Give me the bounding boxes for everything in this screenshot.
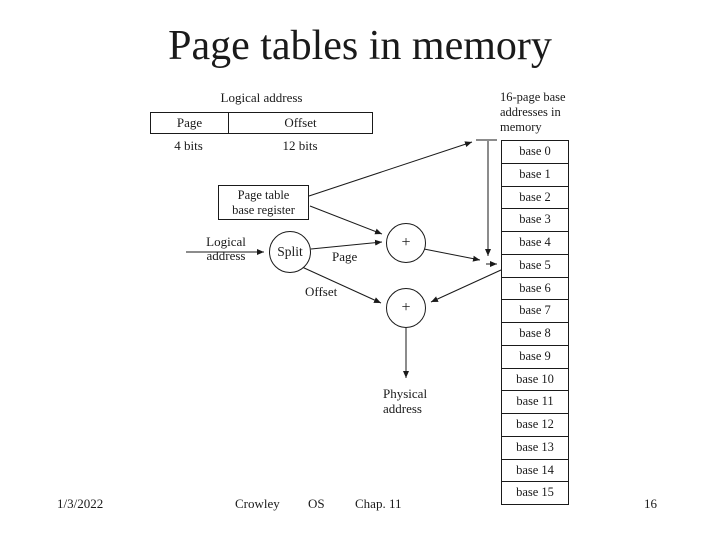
- adder-node-top: +: [386, 223, 426, 263]
- memory-row: base 5: [502, 255, 568, 278]
- memory-row: base 6: [502, 278, 568, 301]
- memory-row: base 9: [502, 346, 568, 369]
- memory-row: base 7: [502, 300, 568, 323]
- memory-caption: 16-page base addresses in memory: [500, 90, 566, 134]
- logical-address-input-label: Logical address: [206, 234, 246, 263]
- memory-row: base 0: [502, 141, 568, 164]
- footer-course: OS: [308, 496, 325, 511]
- footer-date: 1/3/2022: [57, 496, 104, 511]
- memory-table: base 0 base 1 base 2 base 3 base 4 base …: [501, 140, 569, 505]
- adder-to-entry-arrow: [423, 248, 481, 262]
- page-bits-label: 4 bits: [174, 138, 203, 153]
- page-field: Page: [151, 113, 229, 133]
- memory-row: base 1: [502, 164, 568, 187]
- memory-row: base 13: [502, 437, 568, 460]
- memory-row: base 2: [502, 187, 568, 210]
- footer-page-number: 16: [644, 496, 657, 511]
- offset-field: Offset: [284, 115, 317, 130]
- page-title: Page tables in memory: [168, 23, 552, 69]
- memory-row: base 15: [516, 485, 554, 500]
- register-to-adder-arrow: [309, 205, 383, 235]
- memory-row: base 4: [502, 232, 568, 255]
- split-node: Split: [269, 231, 311, 273]
- offset-wire-label: Offset: [305, 284, 338, 299]
- logical-address-caption: Logical address: [220, 90, 303, 105]
- memory-row: base 14: [502, 460, 568, 483]
- offset-bits-label: 12 bits: [282, 138, 318, 153]
- page-arrow: [310, 239, 383, 250]
- memory-row: base 12: [502, 414, 568, 437]
- adder-node-bottom: +: [386, 288, 426, 328]
- footer-chapter: Chap. 11: [355, 496, 402, 511]
- memory-row: base 10: [502, 369, 568, 392]
- page-table-base-register-box: Page table base register: [218, 185, 309, 220]
- page-wire-label: Page: [332, 249, 358, 264]
- memory-row: base 11: [502, 391, 568, 414]
- logical-address-box: Page Offset: [150, 112, 373, 134]
- memory-row: base 8: [502, 323, 568, 346]
- memory-row: base 3: [502, 209, 568, 232]
- footer-author: Crowley: [235, 496, 280, 511]
- entry-to-adder-arrow: [430, 269, 502, 303]
- physical-address-label: Physical address: [383, 386, 428, 416]
